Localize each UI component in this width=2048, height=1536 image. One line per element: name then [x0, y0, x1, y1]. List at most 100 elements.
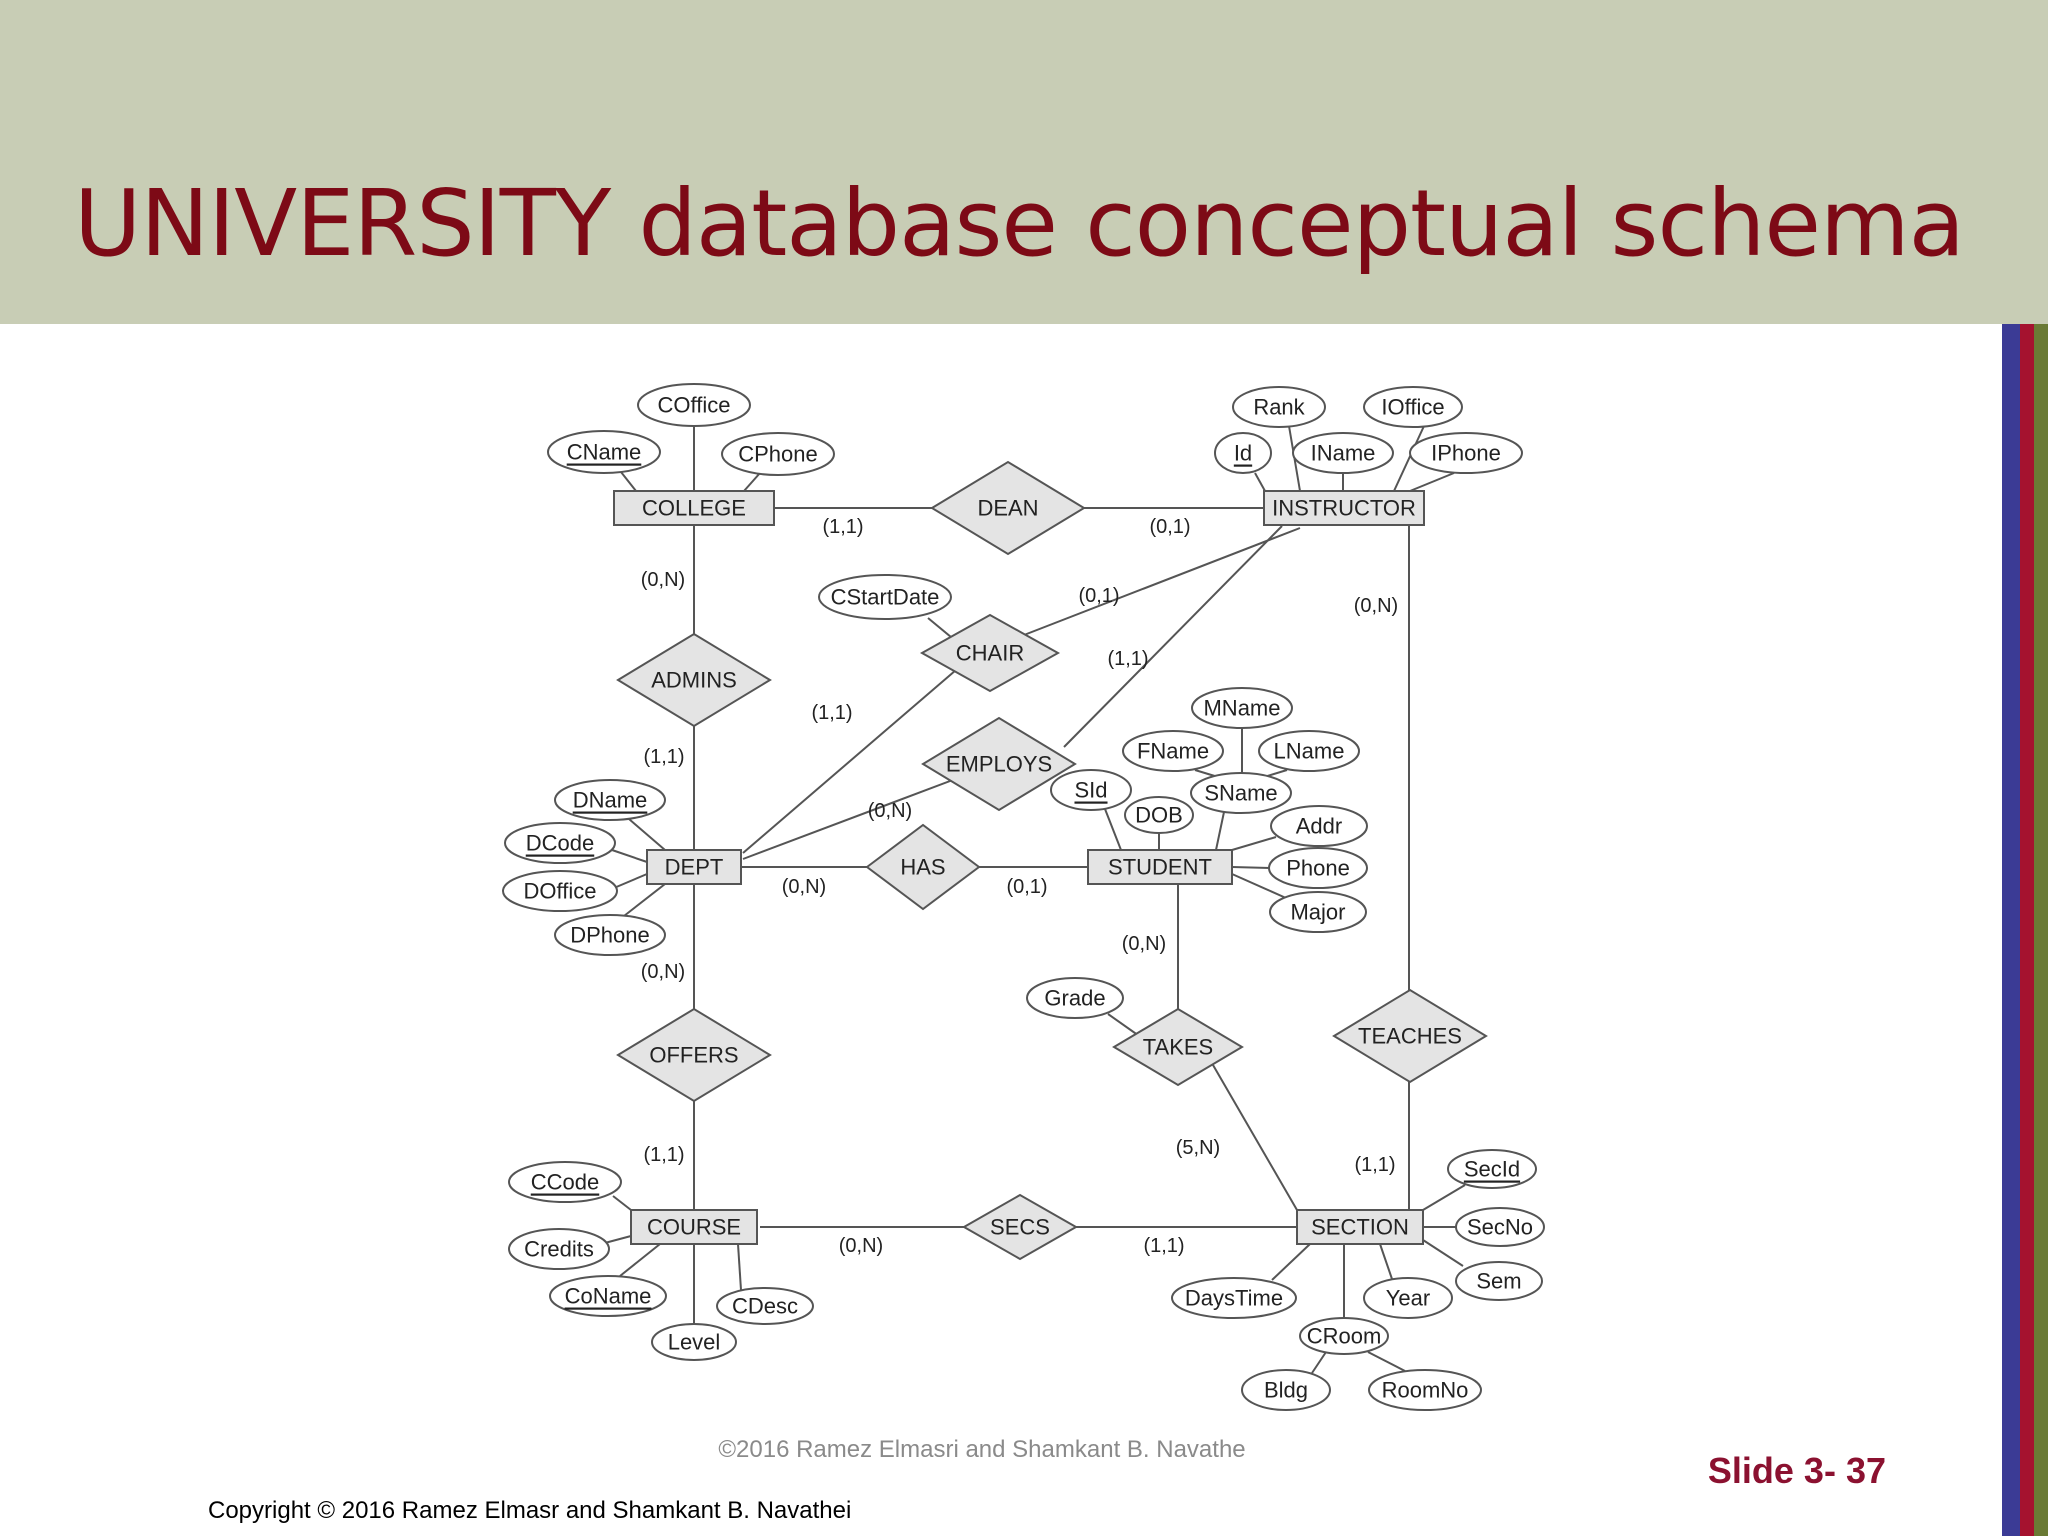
relationship-label-employs: EMPLOYS [946, 752, 1052, 777]
attribute-grade: Grade [1026, 977, 1124, 1019]
attribute-daystime: DaysTime [1171, 1277, 1297, 1319]
attribute-coname: CoName [549, 1275, 667, 1317]
connector-line [1254, 472, 1266, 492]
cardinality-dept-admins: (1,1) [643, 746, 684, 768]
attribute-dname: DName [554, 779, 666, 821]
side-stripe-green [2034, 324, 2048, 1536]
cardinality-instructor-employs: (1,1) [1107, 648, 1148, 670]
attribute-level: Level [651, 1323, 737, 1361]
attribute-label-secno: SecNo [1467, 1215, 1533, 1240]
attribute-label-cphone: CPhone [738, 442, 818, 467]
connector-line [620, 471, 637, 492]
attribute-label-dob: DOB [1135, 803, 1183, 828]
attribute-label-roomno: RoomNo [1382, 1378, 1469, 1403]
connector-line [611, 849, 648, 863]
relationship-admins: ADMINS [616, 632, 772, 728]
relationship-label-admins: ADMINS [651, 668, 737, 693]
attribute-label-rank: Rank [1253, 395, 1305, 420]
attribute-mname: MName [1191, 687, 1293, 729]
attribute-iname: IName [1292, 432, 1394, 474]
connector-line [742, 774, 967, 860]
attribute-secid: SecId [1447, 1149, 1537, 1189]
attribute-sname: SName [1190, 772, 1292, 814]
relationship-label-takes: TAKES [1143, 1035, 1214, 1060]
attribute-iphone: IPhone [1409, 432, 1523, 474]
attribute-dob: DOB [1124, 796, 1194, 834]
connector-line [737, 1243, 742, 1291]
relationship-chair: CHAIR [919, 613, 1061, 693]
attribute-label-grade: Grade [1044, 986, 1105, 1011]
attribute-label-sname: SName [1204, 781, 1277, 806]
side-stripe-red [2020, 324, 2034, 1536]
connector-line [1215, 811, 1225, 851]
attribute-sid: SId [1050, 769, 1132, 811]
entity-college: COLLEGE [613, 490, 775, 526]
attribute-label-coname: CoName [565, 1284, 652, 1309]
connector-line [1409, 472, 1455, 492]
connector-line [1379, 1243, 1393, 1280]
relationship-label-secs: SECS [990, 1215, 1050, 1240]
cardinality-course-secs: (0,N) [839, 1235, 883, 1257]
entity-label-student: STUDENT [1108, 855, 1212, 880]
footer-copyright-center: ©2016 Ramez Elmasri and Shamkant B. Nava… [718, 1436, 1246, 1463]
connector-line [1367, 1351, 1406, 1372]
attribute-label-level: Level [668, 1330, 721, 1355]
entity-label-section: SECTION [1311, 1215, 1409, 1240]
attribute-label-iphone: IPhone [1431, 441, 1501, 466]
attribute-credits: Credits [508, 1228, 610, 1270]
attribute-coffice: COffice [637, 383, 751, 427]
relationship-takes: TAKES [1112, 1007, 1244, 1087]
connector-line [612, 1195, 632, 1211]
entity-label-dept: DEPT [665, 855, 724, 880]
connector-line [1422, 1184, 1466, 1211]
relationship-label-dean: DEAN [977, 496, 1038, 521]
cardinality-dept-chair: (1,1) [811, 702, 852, 724]
attribute-label-iid: Id [1234, 441, 1252, 466]
entity-label-college: COLLEGE [642, 496, 746, 521]
slide-title: UNIVERSITY database conceptual schema [74, 170, 1965, 277]
attribute-ccode: CCode [508, 1161, 622, 1203]
attribute-sem: Sem [1455, 1261, 1543, 1301]
attribute-label-major: Major [1290, 900, 1345, 925]
connector-line [742, 669, 957, 854]
cardinality-course-offers: (1,1) [643, 1144, 684, 1166]
cardinality-dept-offers: (0,N) [641, 961, 685, 983]
attribute-label-addr: Addr [1296, 814, 1342, 839]
attribute-rank: Rank [1232, 386, 1326, 428]
attribute-addr: Addr [1270, 805, 1368, 847]
connector-line [1023, 527, 1301, 636]
attribute-ioffice: IOffice [1363, 386, 1463, 428]
relationship-label-teaches: TEACHES [1358, 1024, 1462, 1049]
relationship-dean: DEAN [930, 460, 1086, 556]
entity-student: STUDENT [1087, 849, 1233, 885]
connector-line [1231, 873, 1287, 899]
title-band [0, 0, 2048, 324]
attribute-lname: LName [1258, 730, 1360, 772]
slide-number: Slide 3- 37 [1707, 1450, 1886, 1491]
connector-line [1393, 425, 1425, 492]
connector-line [743, 472, 761, 492]
attribute-year: Year [1363, 1277, 1453, 1319]
cardinality-student-takes: (0,N) [1122, 933, 1166, 955]
relationship-offers: OFFERS [616, 1007, 772, 1103]
connector-line [1231, 866, 1271, 869]
relationship-teaches: TEACHES [1332, 988, 1488, 1084]
attribute-label-cdesc: CDesc [732, 1294, 798, 1319]
entity-label-course: COURSE [647, 1215, 741, 1240]
attribute-label-croom: CRoom [1307, 1324, 1382, 1349]
attribute-iid: Id [1214, 432, 1272, 474]
attribute-label-iname: IName [1311, 441, 1376, 466]
attribute-roomno: RoomNo [1368, 1369, 1482, 1411]
cardinality-instructor-dean: (0,1) [1149, 516, 1190, 538]
attribute-croom: CRoom [1299, 1317, 1389, 1355]
relationship-label-chair: CHAIR [956, 641, 1024, 666]
attribute-label-dphone: DPhone [570, 923, 650, 948]
cardinality-instructor-teaches: (0,N) [1354, 595, 1398, 617]
connector-line [1104, 808, 1122, 851]
connector-line [628, 818, 666, 851]
relationship-secs: SECS [961, 1193, 1079, 1261]
connector-line [1271, 1243, 1311, 1281]
attribute-cname: CName [547, 430, 661, 474]
attribute-bldg: Bldg [1241, 1369, 1331, 1411]
